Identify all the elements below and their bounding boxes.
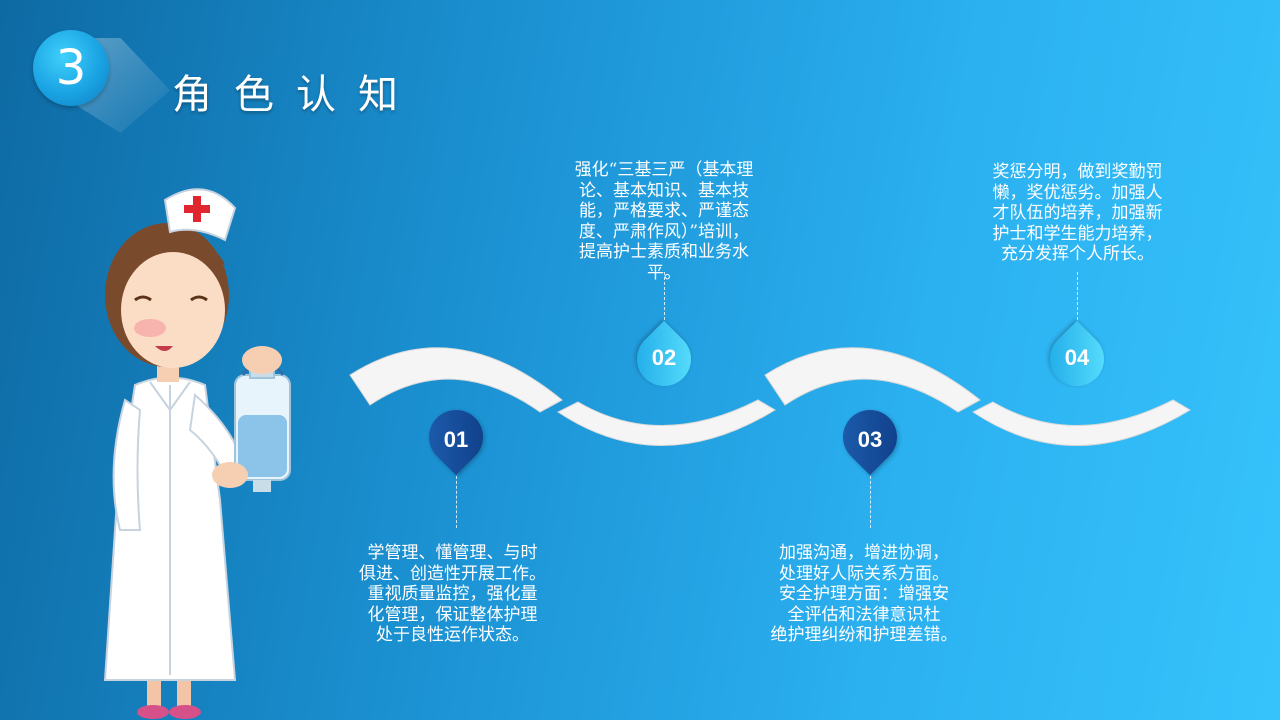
step-03-description: 加强沟通，增进协调， 处理好人际关系方面。 安全护理方面：增强安 全评估和法律意… bbox=[770, 543, 958, 645]
step-03-label: 03 bbox=[857, 427, 883, 452]
step-01-label: 01 bbox=[443, 427, 469, 452]
section-title: 角色认知 bbox=[172, 72, 420, 118]
wave-path bbox=[349, 347, 1191, 446]
step-01-description: 学管理、懂管理、与时 俱进、创造性开展工作。 重视质量监控，强化量 化管理，保证… bbox=[359, 543, 546, 645]
step-04-connector bbox=[1077, 272, 1078, 320]
step-02-label: 02 bbox=[651, 345, 677, 370]
section-number-badge: 3 bbox=[33, 30, 109, 106]
nurse-illustration bbox=[103, 188, 291, 719]
step-02-connector bbox=[664, 272, 665, 320]
step-04-description: 奖惩分明，做到奖勤罚 懒，奖优惩劣。加强人 才队伍的培养，加强新 护士和学生能力… bbox=[992, 162, 1163, 264]
step-02-description: 强化“三基三严（基本理 论、基本知识、基本技 能，严格要求、严谨态 度、严肃作风… bbox=[574, 160, 754, 283]
step-04-label: 04 bbox=[1064, 345, 1090, 370]
step-03-connector bbox=[870, 476, 871, 528]
step-01-connector bbox=[456, 476, 457, 528]
